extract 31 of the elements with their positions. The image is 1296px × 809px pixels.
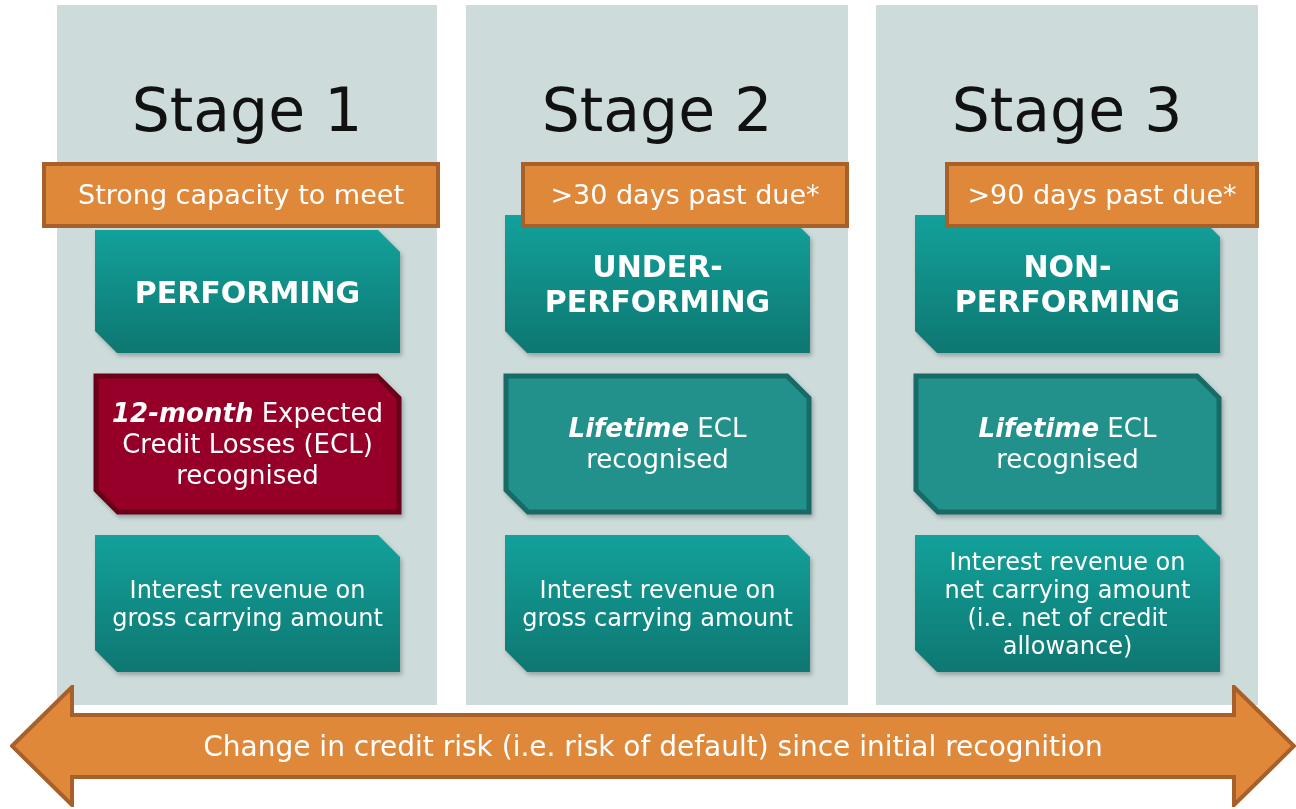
- ecl-text: Lifetime ECL recognised: [567, 413, 748, 475]
- status-text: NON- PERFORMING: [953, 249, 1182, 319]
- stage-panel: [876, 5, 1258, 705]
- stage-heading: Stage 1: [130, 74, 364, 146]
- status-text: UNDER- PERFORMING: [543, 249, 772, 319]
- status-card: [915, 215, 1220, 353]
- interest-card: [95, 535, 400, 672]
- criteria-text: >30 days past due*: [549, 179, 821, 211]
- stage-panel: [466, 5, 848, 705]
- stage-heading: Stage 2: [540, 74, 774, 146]
- ecl-card: [913, 373, 1222, 515]
- ecl-text: Lifetime ECL recognised: [977, 413, 1158, 475]
- status-card: [95, 230, 400, 353]
- double-arrow: [10, 685, 1296, 807]
- criteria-tag: [42, 162, 440, 228]
- criteria-tag: [521, 162, 849, 228]
- interest-text: Interest revenue on net carrying amount (i.e. net of credit allowance): [943, 547, 1192, 660]
- interest-card: [915, 535, 1220, 672]
- criteria-text: >90 days past due*: [966, 179, 1238, 211]
- status-text: PERFORMING: [133, 274, 362, 309]
- arrow-text: Change in credit risk (i.e. risk of default) since initial recognition: [202, 729, 1104, 763]
- criteria-tag: [945, 162, 1259, 228]
- ecl-card: [503, 373, 812, 515]
- interest-text: Interest revenue on gross carrying amount: [521, 575, 794, 632]
- ecl-card: [93, 373, 402, 515]
- ecl-text: 12-month Expected Credit Losses (ECL) recognised: [111, 397, 384, 491]
- stage-heading: Stage 3: [950, 74, 1184, 146]
- interest-card: [505, 535, 810, 672]
- status-card: [505, 215, 810, 353]
- interest-text: Interest revenue on gross carrying amount: [111, 575, 384, 632]
- criteria-text: Strong capacity to meet: [77, 179, 405, 211]
